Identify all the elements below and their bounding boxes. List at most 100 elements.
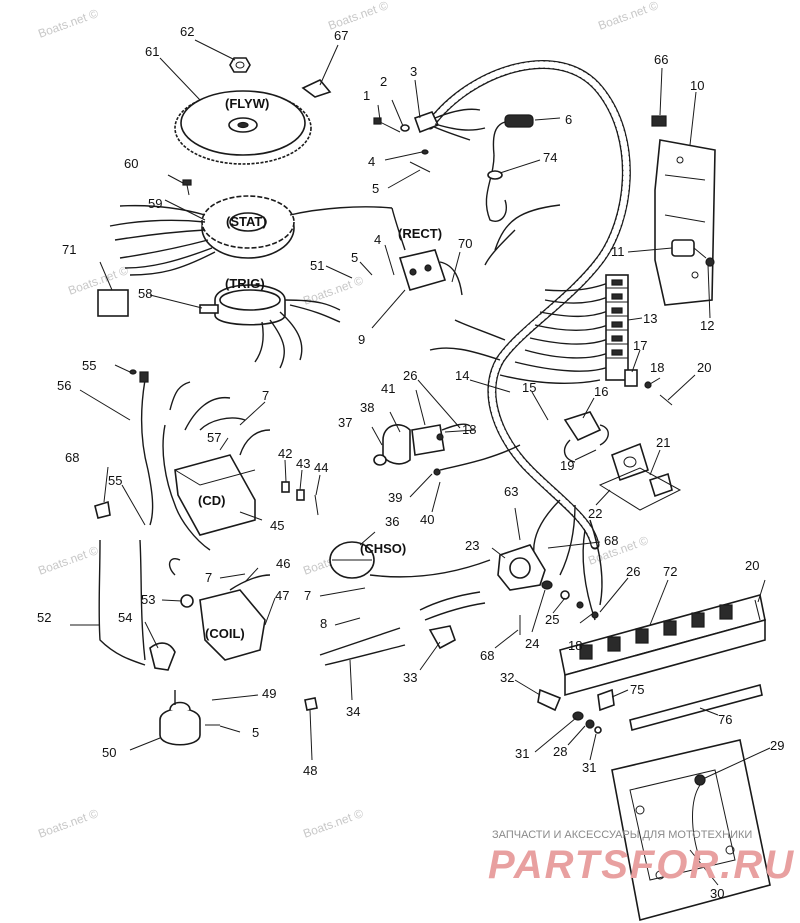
site-watermark: Boats.net ©	[36, 543, 100, 578]
callout-51: 51	[310, 258, 324, 273]
key-switch	[563, 411, 609, 463]
mounting-bracket	[654, 139, 716, 306]
callout-17: 17	[633, 338, 647, 353]
terminal-nut	[129, 369, 137, 375]
stator-tag: (STAT)	[226, 214, 267, 229]
callout-66: 66	[654, 52, 668, 67]
callout-18b: 18	[462, 422, 476, 437]
starter-solenoid	[497, 544, 599, 635]
terminal-post	[537, 688, 602, 734]
flywheel-nut	[229, 57, 251, 73]
callout-5: 5	[372, 181, 379, 196]
callout-44: 44	[314, 460, 328, 475]
callout-18: 18	[650, 360, 664, 375]
callout-50: 50	[102, 745, 116, 760]
callout-56: 56	[57, 378, 71, 393]
choke-solenoid-switch	[373, 423, 471, 476]
callout-4b: 4	[374, 232, 381, 247]
stator: (STAT)	[109, 195, 393, 276]
callout-32: 32	[500, 670, 514, 685]
callout-58: 58	[138, 286, 152, 301]
callout-30: 30	[710, 886, 724, 901]
ground-screw-assembly	[373, 108, 486, 173]
jumper	[624, 369, 638, 387]
washer	[644, 381, 652, 389]
fuse-block-screw	[754, 599, 761, 621]
callout-31b: 31	[582, 760, 596, 775]
cd-tag: (CD)	[198, 493, 225, 508]
site-watermark: Boats.net ©	[596, 0, 660, 33]
callout-57: 57	[207, 430, 221, 445]
callout-55b: 55	[108, 473, 122, 488]
callout-10: 10	[690, 78, 704, 93]
callout-74: 74	[543, 150, 557, 165]
callout-33: 33	[403, 670, 417, 685]
callout-60: 60	[124, 156, 138, 171]
callout-16: 16	[594, 384, 608, 399]
callout-5c: 5	[252, 725, 259, 740]
site-watermark: Boats.net ©	[301, 273, 365, 308]
ring-terminal	[304, 697, 318, 711]
callout-70: 70	[458, 236, 472, 251]
callout-55: 55	[82, 358, 96, 373]
jumper-clip	[597, 688, 615, 712]
callout-34: 34	[346, 704, 360, 719]
brand-watermark: ЗАПЧАСТИ И АКСЕССУАРЫ ДЛЯ МОТОТЕХНИКИ PA…	[488, 829, 795, 887]
callout-7c: 7	[304, 588, 311, 603]
callout-11: 11	[611, 244, 625, 259]
battery-leads	[319, 591, 486, 666]
callout-45: 45	[270, 518, 284, 533]
callout-9: 9	[358, 332, 365, 347]
flywheel-tag: (FLYW)	[225, 96, 269, 111]
callout-23: 23	[465, 538, 479, 553]
callout-numbers: 62 67 61 3 2 1 66 10 6 4 74 60 5 59 4 70…	[37, 24, 784, 901]
callout-21: 21	[656, 435, 670, 450]
ground-lead	[140, 379, 154, 526]
plug-boot	[149, 642, 176, 671]
ignition-coil: (COIL)	[168, 558, 271, 661]
callout-38: 38	[360, 400, 374, 415]
callout-46: 46	[276, 556, 290, 571]
callout-52: 52	[37, 610, 51, 625]
callout-49: 49	[262, 686, 276, 701]
mounting-plate	[611, 739, 771, 921]
callout-39: 39	[388, 490, 402, 505]
callout-53: 53	[141, 592, 155, 607]
site-watermark: Boats.net ©	[36, 6, 100, 41]
callout-12: 12	[700, 318, 714, 333]
rectifier: (RECT)	[391, 207, 463, 296]
callout-26b: 26	[626, 564, 640, 579]
callout-54: 54	[118, 610, 132, 625]
callout-43: 43	[296, 456, 310, 471]
callout-68: 68	[65, 450, 79, 465]
insulator-plate	[97, 289, 129, 317]
callout-1: 1	[363, 88, 370, 103]
callout-7b: 7	[205, 570, 212, 585]
callout-18c: 18	[568, 638, 582, 653]
callout-22: 22	[588, 506, 602, 521]
callout-28: 28	[553, 744, 567, 759]
callout-59: 59	[148, 196, 162, 211]
fuse-holder	[485, 114, 534, 222]
choke-solenoid: (CHSO)	[329, 541, 491, 579]
callout-2: 2	[380, 74, 387, 89]
wiring-harness	[425, 60, 631, 621]
callout-67: 67	[334, 28, 348, 43]
callout-72: 72	[663, 564, 677, 579]
rectifier-tag: (RECT)	[398, 226, 442, 241]
callout-47: 47	[275, 588, 289, 603]
callout-6: 6	[565, 112, 572, 127]
flywheel-key	[301, 79, 332, 98]
callout-42: 42	[278, 446, 292, 461]
callout-71: 71	[62, 242, 76, 257]
brand-logo: PARTSFOR.RU	[488, 843, 795, 887]
leader-lines	[70, 39, 771, 886]
chso-tag: (CHSO)	[360, 541, 406, 556]
trigger: (TRIG)	[199, 276, 341, 369]
cable-clamp	[428, 625, 456, 650]
site-watermark: Boats.net ©	[301, 806, 365, 841]
callout-13: 13	[643, 311, 657, 326]
callout-25: 25	[545, 612, 559, 627]
callout-14: 14	[455, 368, 469, 383]
